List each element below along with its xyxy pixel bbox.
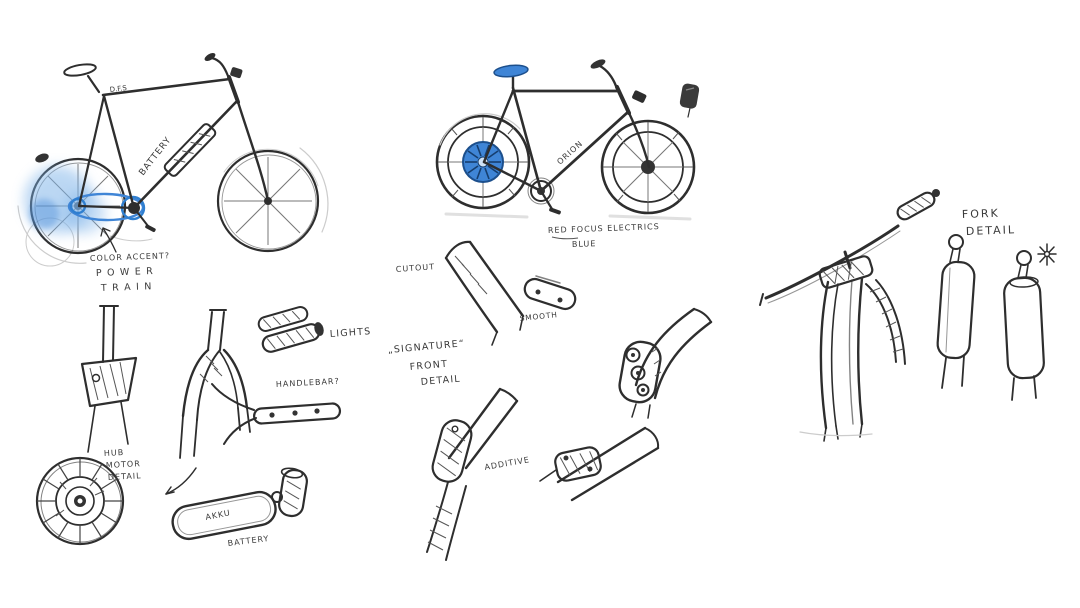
bike-powertrain-sketch: BATTERY D.F.S COLOR ACCENT? P O W E R T … — [17, 53, 329, 294]
underline-squiggle — [551, 236, 579, 240]
seat-junction-sketch: ADDITIVE — [426, 387, 531, 561]
fork-crown-sketch — [179, 309, 251, 459]
pointer-arrowhead — [165, 486, 175, 495]
saddle — [63, 63, 97, 77]
reflector — [35, 153, 49, 163]
rear-wheel-hub-motor — [435, 113, 531, 210]
light-housing-junction-sketch — [618, 307, 713, 419]
pedal — [145, 224, 156, 233]
label-fork-detail: DETAIL — [966, 223, 1017, 238]
battery-sketch: AKKU BATTERY — [165, 467, 308, 548]
ground-shadow — [608, 214, 692, 221]
label-color-accent: COLOR ACCENT? — [90, 251, 170, 263]
front-wheel — [216, 148, 320, 253]
powertrain-accent-splash — [24, 166, 106, 234]
pointer-arrow — [165, 467, 197, 495]
stem-bag — [230, 67, 243, 79]
label-additive: ADDITIVE — [484, 455, 531, 472]
motion-arc — [299, 147, 329, 233]
accessory-part-sketch — [679, 83, 700, 118]
battery-cell-sketch — [278, 467, 308, 518]
label-signature: „SIGNATURE“ — [387, 338, 465, 356]
pedal — [549, 207, 561, 215]
annotation-arrowhead — [100, 227, 111, 237]
label-blue: BLUE — [572, 239, 597, 249]
label-red-focus-electrics: RED FOCUS ELECTRICS — [548, 222, 660, 235]
label-top-tube: D.F.S — [109, 84, 128, 94]
label-smooth: SMOOTH — [519, 310, 558, 323]
label-train: T R A I N — [100, 281, 153, 294]
label-hub: HUB — [104, 448, 125, 458]
handlebar-detail-sketch: HANDLEBAR? — [211, 377, 342, 445]
label-handlebar: HANDLEBAR? — [276, 377, 340, 389]
head-junction-sketch: CUTOUT SMOOTH — [396, 240, 577, 346]
label-akku: AKKU — [205, 508, 232, 522]
motion-arc — [109, 235, 153, 242]
label-power: P O W E R — [96, 266, 154, 279]
label-fork: FORK — [962, 207, 1000, 221]
seatpost-clamp-sketch — [80, 305, 138, 453]
ground-shadow — [444, 212, 529, 219]
bike-electrics-sketch: ORION RED FOCUS ELECTRICS BLUE — [435, 59, 700, 249]
label-cutout: CUTOUT — [396, 262, 436, 274]
label-frame-brand: ORION — [555, 139, 584, 167]
lights-sketch: LIGHTS — [257, 306, 372, 353]
right-grip — [896, 189, 940, 221]
headlight — [632, 90, 647, 103]
label-lights: LIGHTS — [329, 326, 371, 340]
handlebar-fork-sketch: FORK DETAIL — [759, 189, 1057, 442]
frame — [482, 59, 651, 215]
rear-clamp-junction-sketch — [539, 426, 660, 502]
crown-box — [818, 255, 874, 289]
light-lens — [314, 322, 324, 336]
annotation-arrow — [102, 227, 117, 253]
hub-motor-wheel-sketch: HUB MOTOR DETAIL — [35, 448, 142, 546]
fork-legs — [819, 276, 864, 442]
grip — [204, 53, 216, 61]
label-battery-detail: BATTERY — [227, 534, 270, 548]
handlebar — [598, 64, 618, 88]
label-hub-detail: DETAIL — [108, 471, 142, 482]
handlebar — [210, 56, 230, 78]
ground-scribble — [799, 431, 873, 437]
label-motor: MOTOR — [106, 459, 141, 470]
fork-leg-detail-2 — [1003, 250, 1045, 401]
label-front-detail: DETAIL — [420, 374, 461, 388]
saddle-blue — [493, 64, 529, 78]
motion-arc — [17, 205, 87, 264]
grip — [590, 59, 606, 69]
frame — [35, 53, 270, 233]
battery-pack — [163, 123, 217, 177]
star-doodle — [1037, 243, 1057, 266]
fender-arc — [865, 279, 906, 365]
label-front: FRONT — [409, 359, 448, 373]
fork-leg-detail-1 — [936, 234, 976, 389]
